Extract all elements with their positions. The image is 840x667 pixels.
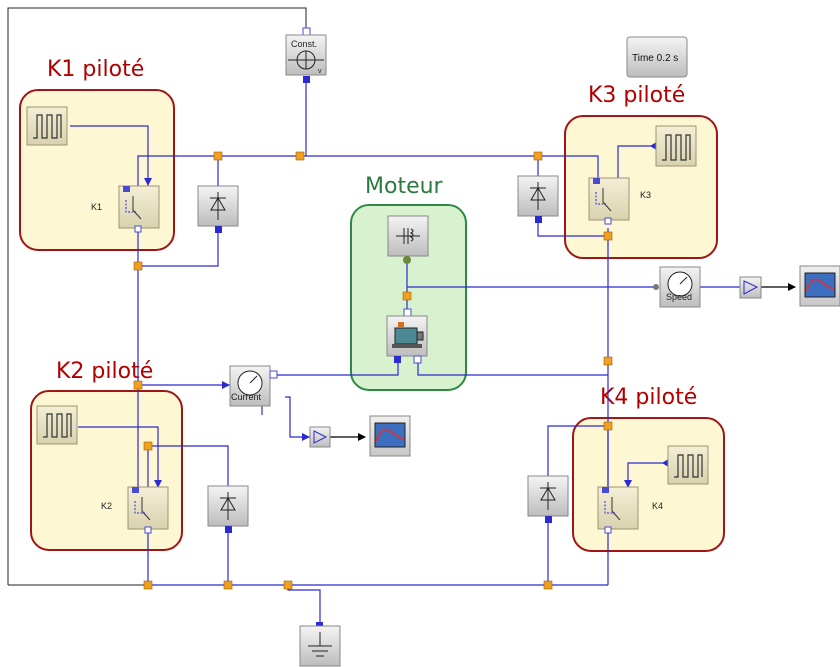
wires-outer (7, 7, 307, 586)
current-sensor-block[interactable]: Current (229, 365, 278, 407)
time-label: Time 0.2 s (632, 53, 678, 64)
pulse-generator-k4[interactable] (667, 445, 709, 485)
switch-label-k1: K1 (91, 202, 102, 212)
diode-d2[interactable] (207, 485, 249, 533)
group-title-k3: K3 piloté (588, 83, 685, 108)
switch-k3[interactable]: K3 (588, 177, 651, 225)
gain-block-current[interactable] (309, 426, 331, 448)
group-title-k4: K4 piloté (600, 385, 697, 410)
diode-d4[interactable] (527, 475, 569, 523)
time-block[interactable]: Time 0.2 s (626, 36, 688, 78)
switch-label-k2: K2 (101, 501, 112, 511)
constant-source-block[interactable]: Const. v (285, 27, 327, 83)
switch-label-k4: K4 (652, 501, 663, 511)
motor-block[interactable] (386, 308, 428, 364)
pulse-generator-k3[interactable] (655, 125, 697, 167)
group-title-k1: K1 piloté (47, 57, 144, 82)
pulse-generator-k1[interactable] (26, 106, 68, 146)
pulse-generator-k2[interactable] (36, 405, 78, 445)
group-title-k2: K2 piloté (56, 359, 153, 384)
scope-speed[interactable] (799, 265, 840, 307)
switch-k4[interactable]: K4 (597, 486, 663, 534)
junction-nodes (133, 151, 613, 590)
speed-sensor-block[interactable]: Speed (653, 266, 701, 308)
motor-inductor-block[interactable] (387, 215, 429, 264)
ground-block[interactable] (299, 622, 341, 667)
scope-arrowheads (358, 283, 796, 441)
scope-current[interactable] (369, 415, 411, 457)
diode-d3[interactable] (517, 175, 559, 223)
current-sensor-label: Current (231, 392, 262, 402)
wires (70, 80, 740, 628)
constant-source-port: v (318, 68, 322, 75)
group-title-motor: Moteur (365, 174, 444, 199)
constant-source-label: Const. (291, 39, 317, 49)
gain-block-speed[interactable] (739, 276, 762, 299)
diode-d1[interactable] (197, 185, 239, 233)
switch-k2[interactable]: K2 (101, 486, 169, 534)
switch-k1[interactable]: K1 (91, 185, 160, 233)
speed-sensor-label: Speed (666, 292, 692, 302)
switch-label-k3: K3 (640, 190, 651, 200)
